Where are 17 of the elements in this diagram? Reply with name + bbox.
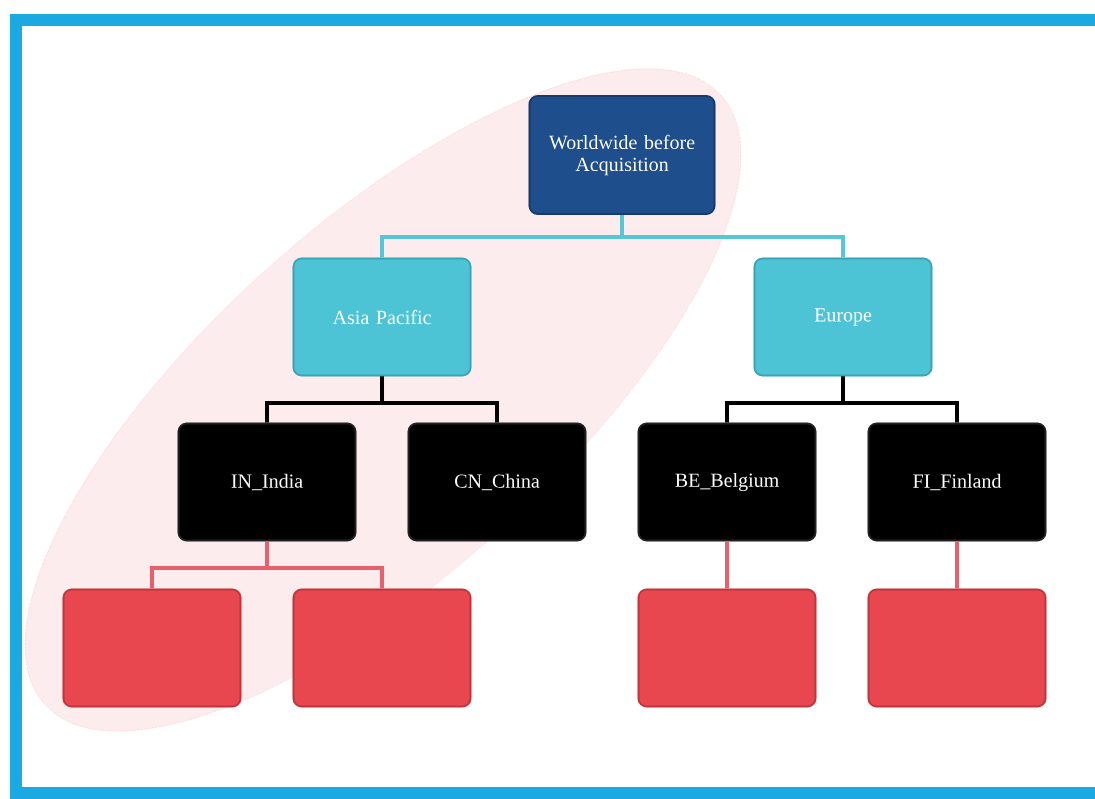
region-box: Asia Pacific [292,257,472,377]
connector [620,215,845,258]
connector [841,376,959,423]
entity-box [637,588,817,708]
entity-box [292,588,472,708]
root-box: Worldwide before Acquisition [528,95,716,215]
region-box: Europe [753,257,933,377]
country-box: BE_Belgium [637,422,817,542]
connector [265,541,384,589]
connector [725,541,729,589]
country-box: CN_China [407,422,587,542]
country-box: FI_Finland [867,422,1047,542]
entity-box [867,588,1047,708]
country-box: IN_India [177,422,357,542]
connector [955,541,959,589]
connector [380,376,499,423]
entity-box [62,588,242,708]
